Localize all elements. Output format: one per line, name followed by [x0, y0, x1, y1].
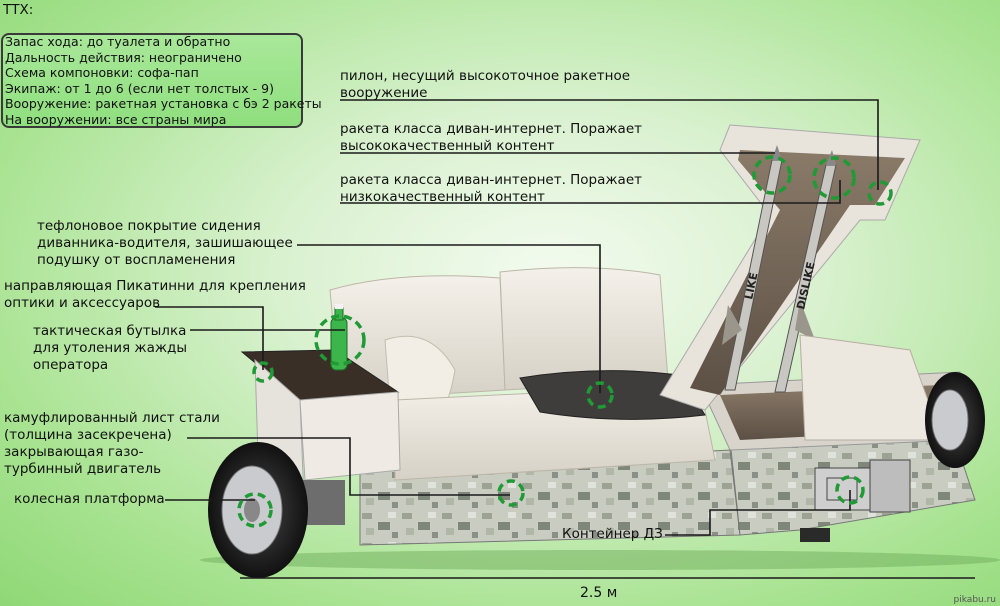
spec-title: ТТХ: — [3, 2, 34, 18]
callout-line: закрывающая газо- — [4, 444, 144, 460]
callout-line: камуфлированный лист стали — [4, 410, 220, 426]
callout-line: (толщина засекречена) — [4, 427, 172, 443]
spec-list: Запас хода: до туалета и обратно Дальнос… — [5, 34, 322, 128]
callout-rocket-high: ракета класса диван-интернет. Поражает в… — [340, 121, 642, 155]
missile-dislike-icon — [774, 150, 837, 393]
container-box-icon — [814, 459, 911, 513]
callout-line: вооружение — [340, 85, 428, 101]
callout-line: тактическая бутылка — [33, 323, 187, 339]
callout-rocket-low: ракета класса диван-интернет. Поражает н… — [340, 172, 642, 206]
rear-wheel-icon — [925, 372, 985, 468]
callout-line: оператора — [33, 357, 109, 373]
callout-wheels: колесная платформа — [14, 491, 165, 507]
right-armrest — [799, 334, 936, 441]
callout-line: ракета класса диван-интернет. Поражает — [340, 121, 643, 137]
callout-line: оптики и аксессуаров — [4, 295, 161, 311]
callout-bottle: тактическая бутылка для утоления жажды о… — [33, 323, 187, 374]
spec-row: Экипаж: от 1 до 6 (если нет толстых - 9) — [5, 80, 274, 96]
callout-line: низкокачественный контент — [340, 189, 545, 205]
callout-picatinny: направляющая Пикатинни для крепления опт… — [4, 278, 306, 312]
watermark: pikabu.ru — [953, 595, 996, 605]
wheel-foot — [800, 528, 830, 542]
callout-camo: камуфлированный лист стали (толщина засе… — [4, 410, 220, 478]
callout-line: подушку от воспламенения — [37, 252, 236, 268]
callout-line: высококачественный контент — [340, 138, 555, 154]
callout-markers — [237, 155, 893, 528]
callout-container: Контейнер ДЗ — [562, 526, 663, 542]
callout-line: направляющая Пикатинни для крепления — [4, 278, 306, 294]
spec-row: На вооружении: все страны мира — [5, 111, 227, 127]
dimension-label: 2.5 м — [580, 585, 618, 601]
front-wheel-icon — [208, 442, 308, 578]
spec-row: Вооружение: ракетная установка с бэ 2 ра… — [5, 96, 322, 112]
missile-like-label: LIKE — [742, 271, 760, 300]
callout-line: пилон, несущий высокоточное ракетное — [340, 68, 631, 84]
spec-row: Схема компоновки: софа-пап — [5, 65, 199, 81]
callout-teflon: тефлоновое покрытие сидения диванника-во… — [37, 218, 293, 269]
callout-line: диванника-водителя, зашишающее — [37, 235, 293, 251]
back-cushion-right — [499, 267, 669, 391]
callout-line: для утоления жажды — [33, 340, 188, 356]
callout-lines — [155, 99, 975, 579]
spec-row: Запас хода: до туалета и обратно — [5, 34, 231, 49]
bottle-icon — [330, 304, 348, 371]
spec-box — [1, 33, 303, 128]
missile-like-icon — [722, 145, 783, 391]
ground-shadow — [200, 550, 1000, 570]
side-table-front — [299, 391, 401, 481]
spec-row: Дальность действия: неограничено — [5, 49, 242, 65]
callout-line: ракета класса диван-интернет. Поражает — [340, 172, 643, 188]
callout-pylon: пилон, несущий высокоточное ракетное воо… — [340, 68, 630, 102]
callout-line: турбинный двигатель — [4, 461, 162, 477]
callout-line: тефлоновое покрытие сидения — [37, 218, 261, 234]
